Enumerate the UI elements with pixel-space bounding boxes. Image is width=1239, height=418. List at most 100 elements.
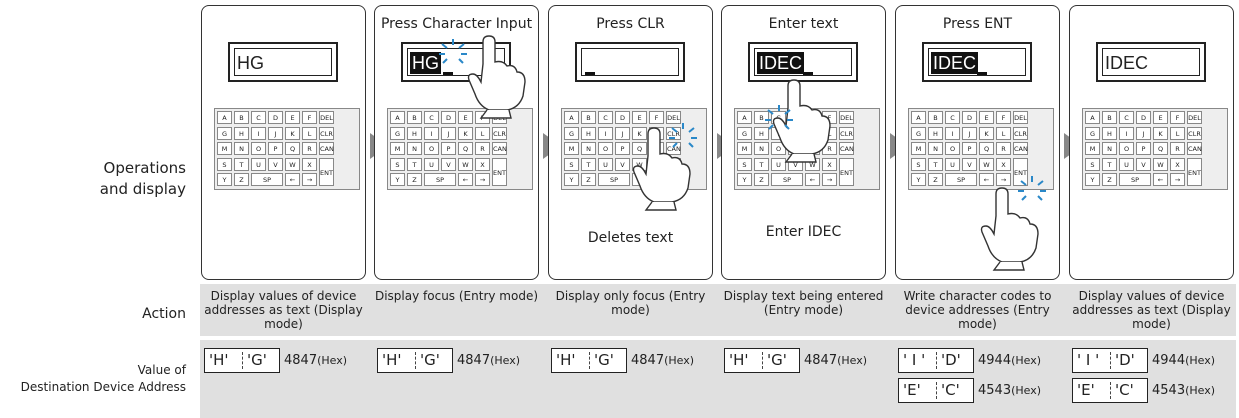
key-u[interactable]: U — [598, 157, 613, 171]
key-del[interactable]: DEL — [319, 111, 334, 124]
key-l[interactable]: L — [996, 126, 1011, 140]
key-c[interactable]: C — [251, 111, 266, 124]
key-y[interactable]: Y — [737, 173, 752, 186]
key-b[interactable]: B — [1102, 111, 1117, 124]
key-g[interactable]: G — [564, 126, 579, 140]
key-o[interactable]: O — [1119, 142, 1134, 155]
key-right[interactable]: → — [475, 173, 490, 186]
key-i[interactable]: I — [945, 126, 960, 140]
key-d[interactable]: D — [615, 111, 630, 124]
key-j[interactable]: J — [615, 126, 630, 140]
key-u[interactable]: U — [251, 157, 266, 171]
key-sp[interactable]: SP — [424, 173, 456, 186]
key-left[interactable]: ← — [805, 173, 820, 186]
key-k[interactable]: K — [285, 126, 300, 140]
key-f[interactable]: F — [1170, 111, 1185, 124]
key-z[interactable]: Z — [1102, 173, 1117, 186]
key-o[interactable]: O — [945, 142, 960, 155]
key-a[interactable]: A — [1085, 111, 1100, 124]
key-h[interactable]: H — [234, 126, 249, 140]
key-right[interactable]: → — [302, 173, 317, 186]
key-n[interactable]: N — [928, 142, 943, 155]
key-c[interactable]: C — [945, 111, 960, 124]
key-d[interactable]: D — [441, 111, 456, 124]
key-left[interactable]: ← — [458, 173, 473, 186]
key-i[interactable]: I — [1119, 126, 1134, 140]
key-x[interactable]: X — [302, 157, 317, 171]
key-l[interactable]: L — [302, 126, 317, 140]
key-p[interactable]: P — [962, 142, 977, 155]
key-a[interactable]: A — [390, 111, 405, 124]
key-d[interactable]: D — [268, 111, 283, 124]
key-e[interactable]: E — [458, 111, 473, 124]
key-clr[interactable]: CLR — [1013, 126, 1028, 140]
key-r[interactable]: R — [475, 142, 490, 155]
key-ent[interactable]: ENT — [839, 157, 854, 186]
key-b[interactable]: B — [234, 111, 249, 124]
key-right[interactable]: → — [1170, 173, 1185, 186]
key-q[interactable]: Q — [458, 142, 473, 155]
key-right[interactable]: → — [996, 173, 1011, 186]
key-z[interactable]: Z — [754, 173, 769, 186]
key-o[interactable]: O — [251, 142, 266, 155]
key-sp[interactable]: SP — [598, 173, 630, 186]
key-ent[interactable]: ENT — [319, 157, 334, 186]
key-sp[interactable]: SP — [771, 173, 803, 186]
key-e[interactable]: E — [1153, 111, 1168, 124]
key-s[interactable]: S — [390, 157, 405, 171]
key-can[interactable]: CAN — [1187, 142, 1202, 155]
key-y[interactable]: Y — [390, 173, 405, 186]
key-f[interactable]: F — [996, 111, 1011, 124]
key-clr[interactable]: CLR — [1187, 126, 1202, 140]
key-h[interactable]: H — [581, 126, 596, 140]
key-del[interactable]: DEL — [1187, 111, 1202, 124]
key-j[interactable]: J — [962, 126, 977, 140]
key-o[interactable]: O — [598, 142, 613, 155]
key-z[interactable]: Z — [234, 173, 249, 186]
key-j[interactable]: J — [441, 126, 456, 140]
key-n[interactable]: N — [234, 142, 249, 155]
key-x[interactable]: X — [1170, 157, 1185, 171]
key-a[interactable]: A — [911, 111, 926, 124]
key-l[interactable]: L — [1170, 126, 1185, 140]
key-can[interactable]: CAN — [839, 142, 854, 155]
key-g[interactable]: G — [390, 126, 405, 140]
key-b[interactable]: B — [581, 111, 596, 124]
key-left[interactable]: ← — [979, 173, 994, 186]
key-q[interactable]: Q — [979, 142, 994, 155]
key-n[interactable]: N — [1102, 142, 1117, 155]
key-n[interactable]: N — [754, 142, 769, 155]
key-s[interactable]: S — [564, 157, 579, 171]
key-sp[interactable]: SP — [945, 173, 977, 186]
key-h[interactable]: H — [754, 126, 769, 140]
key-del[interactable]: DEL — [839, 111, 854, 124]
key-left[interactable]: ← — [285, 173, 300, 186]
key-f[interactable]: F — [649, 111, 664, 124]
key-t[interactable]: T — [407, 157, 422, 171]
key-p[interactable]: P — [268, 142, 283, 155]
key-ent[interactable]: ENT — [492, 157, 507, 186]
key-p[interactable]: P — [615, 142, 630, 155]
key-i[interactable]: I — [598, 126, 613, 140]
key-k[interactable]: K — [1153, 126, 1168, 140]
key-y[interactable]: Y — [217, 173, 232, 186]
key-t[interactable]: T — [1102, 157, 1117, 171]
key-clr[interactable]: CLR — [319, 126, 334, 140]
key-y[interactable]: Y — [1085, 173, 1100, 186]
key-m[interactable]: M — [217, 142, 232, 155]
key-v[interactable]: V — [962, 157, 977, 171]
key-s[interactable]: S — [217, 157, 232, 171]
key-m[interactable]: M — [390, 142, 405, 155]
key-del[interactable]: DEL — [1013, 111, 1028, 124]
key-n[interactable]: N — [581, 142, 596, 155]
key-y[interactable]: Y — [911, 173, 926, 186]
key-a[interactable]: A — [217, 111, 232, 124]
key-t[interactable]: T — [928, 157, 943, 171]
key-c[interactable]: C — [424, 111, 439, 124]
key-right[interactable]: → — [822, 173, 837, 186]
key-f[interactable]: F — [302, 111, 317, 124]
key-m[interactable]: M — [737, 142, 752, 155]
key-p[interactable]: P — [441, 142, 456, 155]
key-v[interactable]: V — [1136, 157, 1151, 171]
key-o[interactable]: O — [424, 142, 439, 155]
